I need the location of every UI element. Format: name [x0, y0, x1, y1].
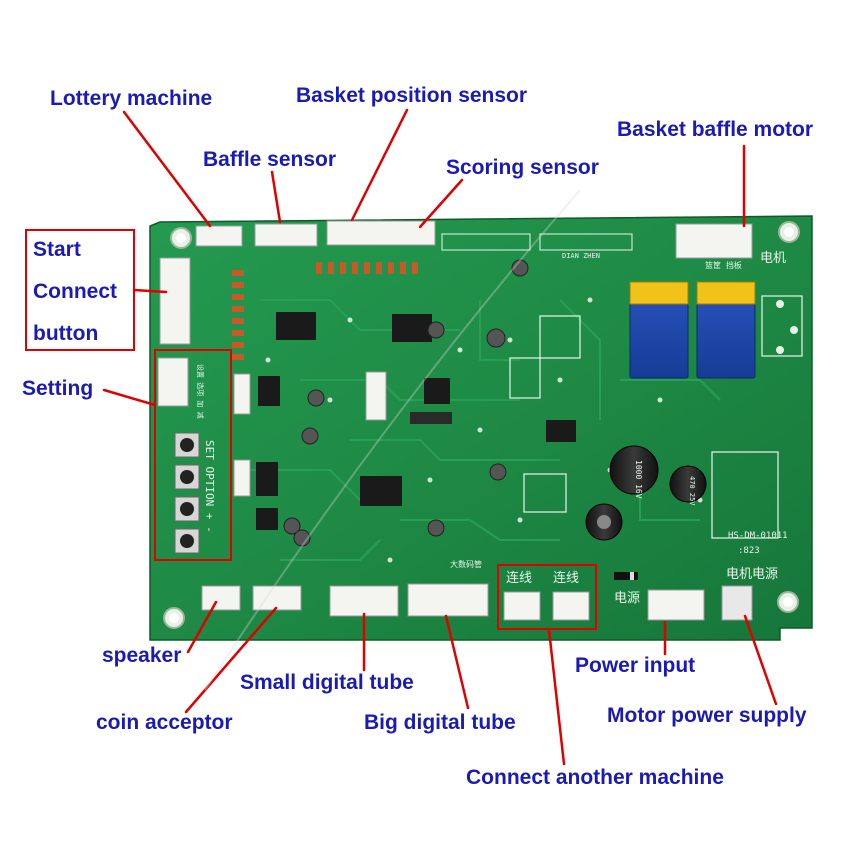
pointer-start-connect	[132, 288, 168, 294]
label-setting: Setting	[22, 377, 94, 400]
pointer-lottery-machine	[122, 110, 212, 228]
silk-outlines	[509, 315, 779, 539]
small-capacitors	[283, 259, 529, 547]
top-connectors	[195, 220, 753, 259]
pointer-connect-another-machine	[547, 628, 566, 766]
pointer-speaker	[186, 600, 218, 654]
board-big-tube-text: 大数码管	[450, 559, 482, 569]
label-connect: Connect	[33, 280, 117, 303]
label-lottery-machine: Lottery machine	[50, 87, 213, 110]
board-model-text: HS-DM-01011	[728, 531, 788, 541]
svg-text:470 25V: 470 25V	[688, 476, 696, 506]
big-capacitors: 1000 16V 470 25V	[585, 445, 707, 541]
pointer-baffle-sensor	[270, 170, 282, 224]
watermark-arc	[204, 189, 581, 691]
pointer-big-digital-tube	[444, 614, 470, 710]
board-power-text: 电源	[614, 591, 640, 606]
label-speaker: speaker	[102, 644, 182, 667]
pointer-basket-position-sensor	[350, 108, 409, 222]
mounting-holes	[163, 221, 800, 629]
board-date-code: :823	[738, 546, 760, 556]
label-connect-another-machine: Connect another machine	[466, 766, 724, 789]
svg-text:1000 16V: 1000 16V	[634, 460, 643, 499]
board-link-text-1: 连线	[506, 570, 532, 586]
board-link-text-2: 连线	[553, 570, 579, 586]
board-motor-text: 电机	[760, 251, 786, 266]
pointer-setting	[102, 388, 157, 407]
bottom-connectors	[201, 583, 753, 621]
board-setting-cn-text: 设置 选项 加 减	[196, 364, 205, 419]
pointer-lines	[102, 108, 778, 766]
label-basket-baffle-motor: Basket baffle motor	[617, 118, 814, 141]
tact-buttons	[174, 432, 200, 554]
pointer-scoring-sensor	[418, 178, 464, 229]
setting-box	[154, 349, 232, 561]
pointer-coin-acceptor	[184, 606, 278, 714]
label-small-digital-tube: Small digital tube	[240, 671, 414, 694]
start-connect-box	[25, 229, 135, 351]
connect-another-box	[497, 564, 597, 630]
relays	[629, 281, 803, 379]
label-scoring-sensor: Scoring sensor	[446, 156, 599, 179]
label-big-digital-tube: Big digital tube	[364, 711, 516, 734]
label-power-input: Power input	[575, 654, 696, 677]
resistor-array	[232, 262, 418, 360]
left-connectors	[157, 257, 387, 497]
label-motor-power-supply: Motor power supply	[607, 704, 807, 727]
ic-chips	[256, 312, 576, 530]
board-motor-power-text: 电机电源	[726, 567, 778, 582]
label-coin-acceptor: coin acceptor	[96, 711, 233, 734]
board-basket-baffle-text: 篮筐 挡板	[705, 260, 742, 270]
board-dian-zhen-text: DIAN ZHEN	[562, 252, 600, 260]
board-set-option-text: SET OPTION + -	[203, 440, 216, 533]
label-basket-position-sensor: Basket position sensor	[296, 84, 528, 107]
label-baffle-sensor: Baffle sensor	[203, 148, 337, 171]
label-start: Start	[33, 238, 81, 261]
diode	[614, 572, 638, 580]
pointer-motor-power-supply	[743, 614, 778, 706]
label-button: button	[33, 322, 99, 345]
